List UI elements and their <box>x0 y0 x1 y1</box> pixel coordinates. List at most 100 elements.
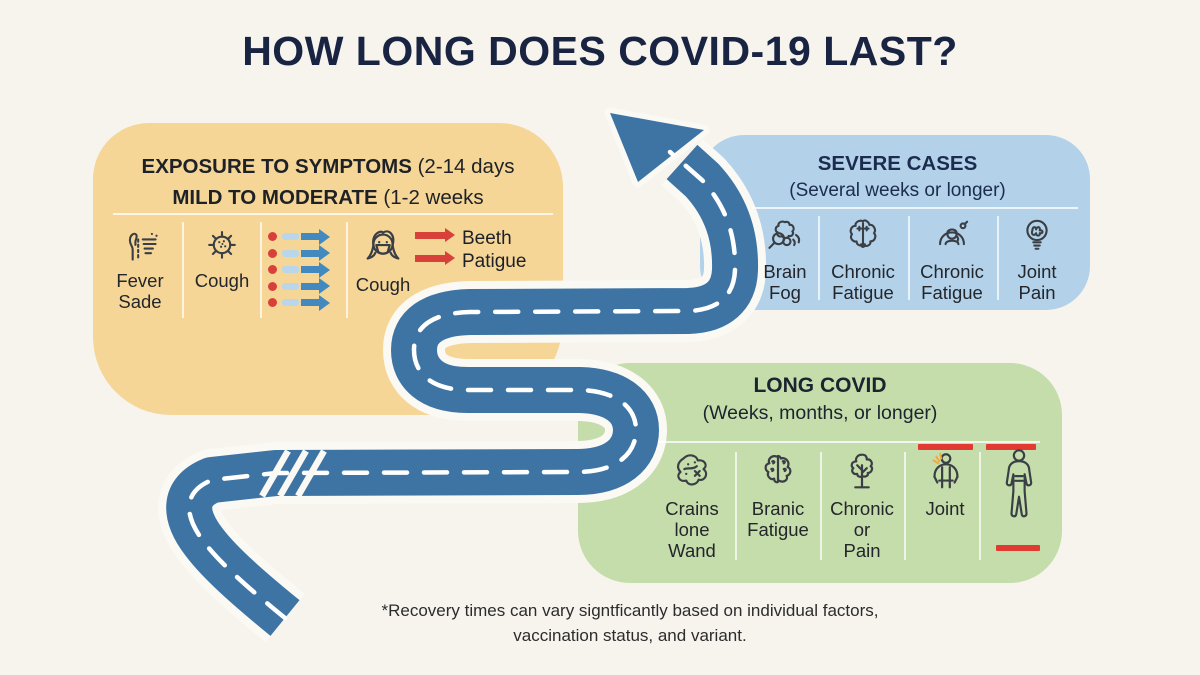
exposure-col-divider-3 <box>346 222 348 318</box>
severe-column-brain-fog: Brain Fog <box>745 213 825 303</box>
flow-arrow-row <box>268 245 346 261</box>
flow-arrow-row <box>268 294 346 311</box>
exposure-heading-rest2: (1-2 weeks <box>377 185 484 209</box>
label-line: Chronic <box>831 261 895 282</box>
severe-heading-subtitle: (Several weeks or longer) <box>789 179 1006 201</box>
arrow-tail <box>282 266 299 273</box>
label-line: Crains <box>665 498 719 519</box>
brain-outline-icon <box>823 213 903 257</box>
page-title: HOW LONG DOES COVID-19 LAST? <box>242 28 958 74</box>
label-line: Cough <box>355 274 411 295</box>
long-covid-column-2: Branic Fatigue <box>738 448 818 540</box>
flow-arrow-row <box>268 278 346 294</box>
exposure-heading-rest1: (2-14 days <box>411 155 515 178</box>
blob-cell-icon <box>652 448 732 494</box>
label-line: Sade <box>118 291 162 313</box>
red-dot <box>268 298 277 307</box>
arrow-tail <box>282 249 299 257</box>
severe-divider <box>752 207 1078 209</box>
joint-pain-person-icon <box>908 448 982 494</box>
arrow-shaft <box>301 228 330 245</box>
recovery-flow-arrows <box>262 228 346 311</box>
exposure-heading: EXPOSURE TO SYMPTOMS (2-14 days MILD TO … <box>93 152 563 214</box>
red-dot <box>268 248 277 258</box>
long-covid-label: Joint <box>908 498 982 519</box>
symptom-label: Cough <box>186 270 258 291</box>
long-covid-heading-title: LONG COVID <box>753 374 887 397</box>
long-covid-heading-subtitle: (Weeks, months, or longer) <box>702 402 938 425</box>
arrow-tail <box>282 282 299 290</box>
label-line: or <box>853 519 871 541</box>
arrow-shaft <box>301 278 330 294</box>
label-line: Brain <box>763 261 807 282</box>
severe-heading-title: SEVERE CASES <box>817 152 978 175</box>
footnote: *Recovery times can vary signtficantly b… <box>30 599 1200 648</box>
symptom-column-progress <box>262 226 346 313</box>
long-covid-col-divider-4 <box>979 452 981 560</box>
virus-icon <box>186 222 258 266</box>
brain-icon <box>738 448 818 494</box>
exposure-col-divider-2 <box>260 222 262 318</box>
label-line: Fatigue <box>832 282 894 304</box>
arrow-tail <box>282 299 299 306</box>
symptom-column-masked: Cough <box>356 224 410 295</box>
long-covid-col-divider-3 <box>904 452 906 560</box>
flow-arrow-row <box>268 261 346 278</box>
red-arrow-icon <box>415 251 455 265</box>
long-covid-divider <box>658 441 1040 443</box>
tree-icon <box>824 448 900 494</box>
red-dot <box>268 281 277 291</box>
exposure-heading-line1: EXPOSURE TO SYMPTOMS (2-14 days <box>93 152 563 183</box>
severe-label: Chronic Fatigue <box>912 261 992 303</box>
severe-col-divider-1 <box>818 216 820 300</box>
label-line: Fog <box>769 282 801 304</box>
bulb-brain-icon <box>998 213 1076 257</box>
patient-headwrap-icon <box>912 213 992 257</box>
exposure-heading-line2: MILD TO MODERATE (1-2 weeks <box>93 183 563 214</box>
symptom-column-virus: Cough <box>186 222 258 291</box>
severe-label: Joint Pain <box>998 261 1076 303</box>
severe-column-joint-pain: Joint Pain <box>998 213 1076 303</box>
label-line: Branic <box>751 498 805 519</box>
severe-label: Brain Fog <box>745 261 825 303</box>
long-covid-column-3: Chronic or Pain <box>824 448 900 561</box>
road-centerline <box>187 149 738 621</box>
label-line: lone <box>674 519 710 541</box>
arrow-shaft <box>301 294 330 311</box>
severe-column-chronic-fatigue-2: Chronic Fatigue <box>912 213 992 303</box>
long-covid-heading: LONG COVID (Weeks, months, or longer) <box>578 372 1062 427</box>
label-line: Cough <box>194 270 250 291</box>
long-covid-label: Crains lone Wand <box>652 498 732 561</box>
symptom-label: Fever Sade <box>104 270 176 312</box>
red-dot <box>268 265 277 274</box>
red-dot <box>268 232 277 241</box>
red-arrow-icon <box>415 228 455 242</box>
label-line: Chronic <box>920 261 984 282</box>
red-bar-marker <box>996 545 1040 551</box>
masked-face-icon <box>360 224 406 270</box>
red-bar-marker <box>918 444 973 450</box>
severe-heading: SEVERE CASES (Several weeks or longer) <box>710 150 1085 203</box>
footnote-line2: vaccination status, and variant. <box>513 625 747 645</box>
long-covid-column-5 <box>982 448 1056 538</box>
exposure-heading-bold1: EXPOSURE TO SYMPTOMS <box>141 155 412 178</box>
flow-arrow-row <box>268 228 346 245</box>
arrow-tail <box>282 233 299 240</box>
long-covid-col-divider-1 <box>735 452 737 560</box>
exposure-heading-bold2: MILD TO MODERATE <box>172 185 378 209</box>
severe-column-chronic-fatigue-1: Chronic Fatigue <box>823 213 903 303</box>
long-covid-label: Chronic or Pain <box>824 498 900 561</box>
brain-magnifier-icon <box>745 213 825 257</box>
footnote-line1: *Recovery times can vary signtficantly b… <box>381 601 879 620</box>
arrow-note-2: Patigue <box>462 251 527 272</box>
road-start-stripes <box>259 449 327 498</box>
red-bar-marker <box>986 444 1036 450</box>
label-line: Chronic <box>830 498 894 519</box>
label-line: Wand <box>668 540 716 562</box>
arrow-shaft <box>301 261 330 278</box>
arrow-shaft <box>301 245 330 261</box>
label-line: Pain <box>1018 282 1056 304</box>
severe-col-divider-2 <box>908 216 910 300</box>
